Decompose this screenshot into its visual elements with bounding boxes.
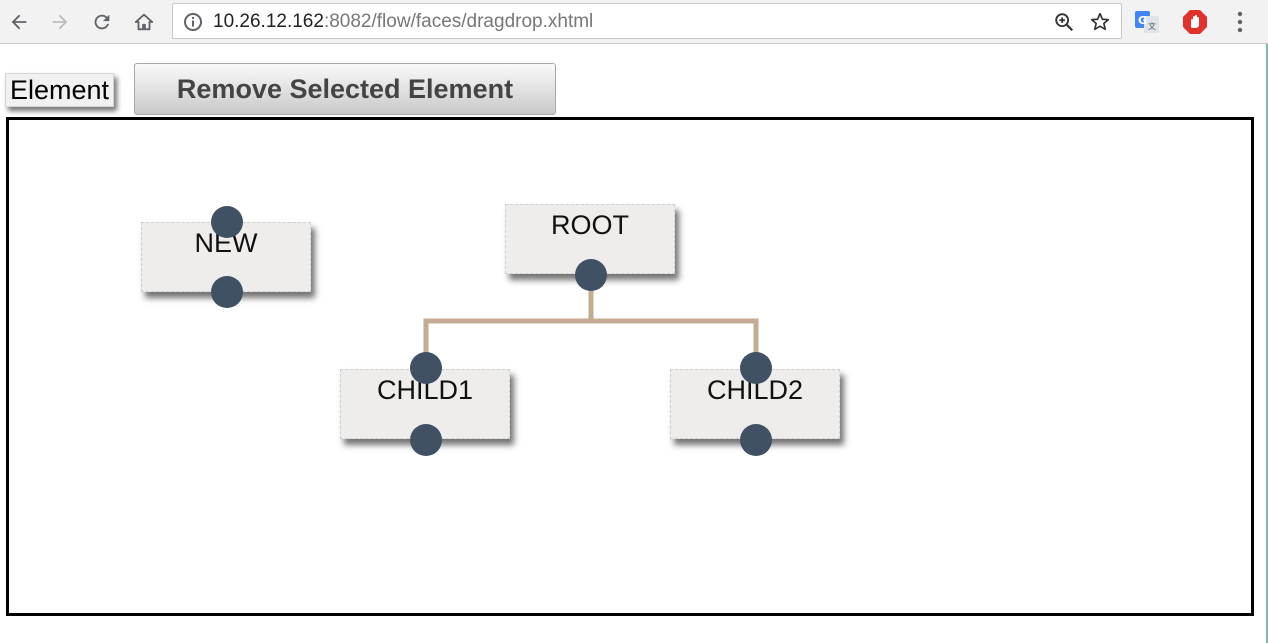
- svg-text:文: 文: [1148, 21, 1156, 31]
- translate-icon[interactable]: G 文: [1134, 9, 1160, 35]
- url-path: :8082/flow/faces/dragdrop.xhtml: [323, 11, 594, 32]
- svg-text:G: G: [1138, 14, 1147, 27]
- node-new-input-port[interactable]: [211, 206, 243, 238]
- menu-dots-icon[interactable]: [1230, 10, 1250, 34]
- zoom-icon[interactable]: [1053, 11, 1075, 33]
- node-child2-output-port[interactable]: [740, 424, 772, 456]
- connectors-layer: [423, 275, 759, 368]
- back-arrow-icon[interactable]: [5, 8, 33, 36]
- node-root[interactable]: ROOT: [505, 204, 675, 274]
- node-root-output-port[interactable]: [575, 259, 607, 291]
- element-button[interactable]: Element: [5, 73, 115, 107]
- forward-arrow-icon[interactable]: [46, 8, 74, 36]
- node-child2-input-port[interactable]: [740, 352, 772, 384]
- home-icon[interactable]: [130, 8, 158, 36]
- diagram-canvas[interactable]: NEW ROOT CHILD1 CHILD2: [6, 117, 1254, 616]
- reload-icon[interactable]: [88, 8, 116, 36]
- star-icon[interactable]: [1089, 11, 1111, 33]
- node-child1-input-port[interactable]: [410, 352, 442, 384]
- url-host: 10.26.12.162: [213, 11, 324, 32]
- remove-selected-element-button[interactable]: Remove Selected Element: [134, 63, 556, 115]
- edge-root-child1: [423, 275, 594, 368]
- window-edge: [1266, 44, 1268, 643]
- info-icon[interactable]: [183, 12, 203, 32]
- node-new-output-port[interactable]: [211, 276, 243, 308]
- browser-toolbar: 10.26.12.162:8082/flow/faces/dragdrop.xh…: [0, 0, 1268, 44]
- edge-root-child2: [588, 275, 759, 368]
- node-label: ROOT: [551, 210, 629, 240]
- node-child1-output-port[interactable]: [410, 424, 442, 456]
- address-bar[interactable]: 10.26.12.162:8082/flow/faces/dragdrop.xh…: [172, 3, 1122, 39]
- adblock-icon[interactable]: [1182, 9, 1208, 35]
- url-text[interactable]: 10.26.12.162:8082/flow/faces/dragdrop.xh…: [213, 12, 593, 32]
